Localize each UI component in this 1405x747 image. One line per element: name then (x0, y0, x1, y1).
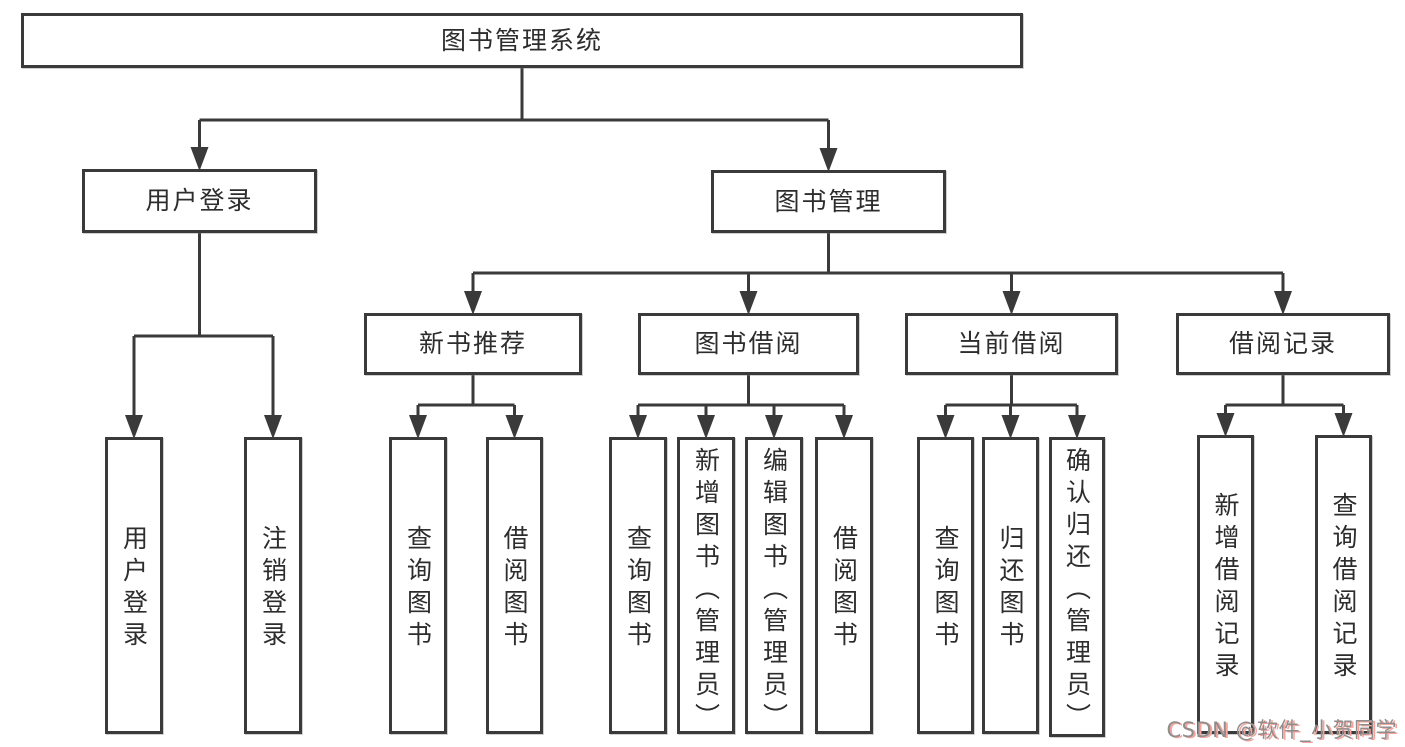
arrowhead-record (1274, 291, 1292, 315)
node-login-logout: 注销登录 (244, 437, 302, 734)
node-label-nb-query: 查询图书 (403, 525, 433, 653)
node-label-record: 借阅记录 (1228, 329, 1337, 359)
arrowhead-login-logout (264, 415, 282, 439)
node-cur-return: 归还图书 (982, 437, 1039, 734)
arrowhead-nb-borrow (505, 415, 524, 439)
node-root: 图书管理系统 (21, 13, 1023, 68)
node-rec-query: 查询借阅记录 (1315, 435, 1372, 734)
node-nb-borrow: 借阅图书 (486, 437, 543, 734)
node-cur-confirm: 确认归还（管理员） (1049, 437, 1105, 737)
node-bw-query: 查询图书 (609, 437, 667, 734)
arrowhead-rec-query (1334, 413, 1353, 437)
node-label-cur-query: 查询图书 (931, 525, 960, 653)
arrowhead-bw-add (697, 415, 715, 439)
arrowhead-rec-add (1216, 413, 1235, 437)
arrowhead-borrow (739, 291, 758, 315)
arrowhead-nb-query (409, 415, 427, 439)
node-newbook: 新书推荐 (364, 313, 582, 375)
node-bw-edit: 编辑图书（管理员） (745, 437, 803, 735)
arrowhead-cur-return (1001, 415, 1020, 439)
node-login: 用户登录 (82, 169, 317, 233)
node-label-login-user: 用户登录 (119, 525, 149, 653)
node-label-newbook: 新书推荐 (418, 329, 527, 359)
node-label-bw-borrow: 借阅图书 (829, 525, 859, 653)
arrowhead-cur-query (936, 415, 955, 439)
arrowhead-cur-confirm (1068, 415, 1086, 439)
arrowhead-newbook (464, 291, 482, 315)
node-current: 当前借阅 (905, 313, 1118, 375)
edge-from-root (198, 68, 830, 152)
node-borrow: 图书借阅 (638, 313, 859, 375)
node-mgmt: 图书管理 (711, 170, 946, 233)
arrowhead-mgmt (819, 148, 838, 172)
node-label-login: 用户登录 (145, 186, 254, 216)
node-label-bw-edit: 编辑图书（管理员） (759, 447, 789, 735)
node-label-current: 当前借阅 (957, 329, 1066, 359)
node-login-user: 用户登录 (105, 437, 163, 734)
node-label-login-logout: 注销登录 (258, 525, 288, 653)
node-label-nb-borrow: 借阅图书 (500, 525, 529, 653)
arrowhead-bw-edit (765, 415, 783, 439)
edge-from-borrow (636, 375, 846, 419)
edge-from-login (132, 233, 275, 419)
node-rec-add: 新增借阅记录 (1197, 435, 1254, 734)
node-label-cur-return: 归还图书 (996, 525, 1025, 653)
node-label-mgmt: 图书管理 (774, 186, 883, 216)
edge-from-newbook (416, 375, 516, 419)
node-nb-query: 查询图书 (389, 437, 447, 734)
node-label-rec-query: 查询借阅记录 (1329, 492, 1358, 684)
node-bw-borrow: 借阅图书 (815, 437, 873, 734)
arrowhead-login (190, 147, 209, 171)
node-label-bw-query: 查询图书 (623, 525, 653, 653)
node-bw-add: 新增图书（管理员） (677, 437, 735, 735)
arrowhead-current (1002, 291, 1021, 315)
node-record: 借阅记录 (1176, 313, 1390, 375)
arrowhead-login-user (125, 415, 143, 439)
node-label-rec-add: 新增借阅记录 (1211, 492, 1240, 684)
arrowhead-bw-borrow (835, 415, 853, 439)
node-label-root: 图书管理系统 (440, 25, 603, 55)
arrowhead-bw-query (629, 415, 647, 439)
node-label-bw-add: 新增图书（管理员） (691, 447, 721, 735)
node-label-cur-confirm: 确认归还（管理员） (1062, 447, 1092, 735)
node-cur-query: 查询图书 (917, 437, 974, 734)
edge-from-mgmt (471, 233, 1285, 295)
node-label-borrow: 图书借阅 (694, 329, 803, 359)
watermark-text: CSDN @软件_小贺同学 (1166, 718, 1397, 742)
edge-from-current (944, 375, 1079, 419)
edge-from-record (1224, 375, 1345, 417)
